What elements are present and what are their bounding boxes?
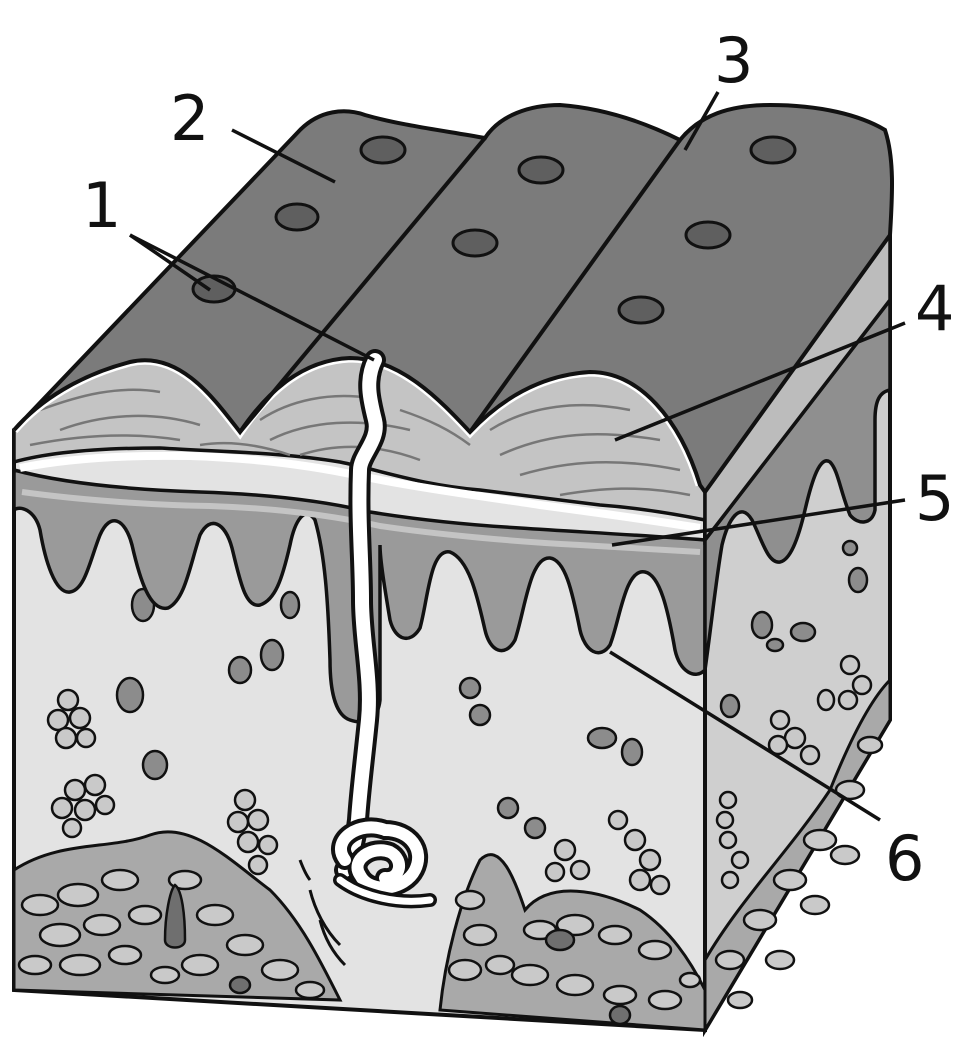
nucleus-icon (686, 222, 730, 248)
nucleus-icon (276, 204, 318, 230)
nucleus-icon (453, 230, 497, 256)
label-6: 6 (885, 822, 924, 895)
label-1: 1 (82, 169, 121, 242)
nucleus-icon (519, 157, 563, 183)
nucleus-icon (361, 137, 405, 163)
label-3: 3 (714, 24, 753, 97)
label-4: 4 (915, 272, 954, 345)
label-2: 2 (170, 82, 209, 155)
nucleus-icon (619, 297, 663, 323)
nucleus-icon (751, 137, 795, 163)
label-5: 5 (915, 462, 954, 535)
